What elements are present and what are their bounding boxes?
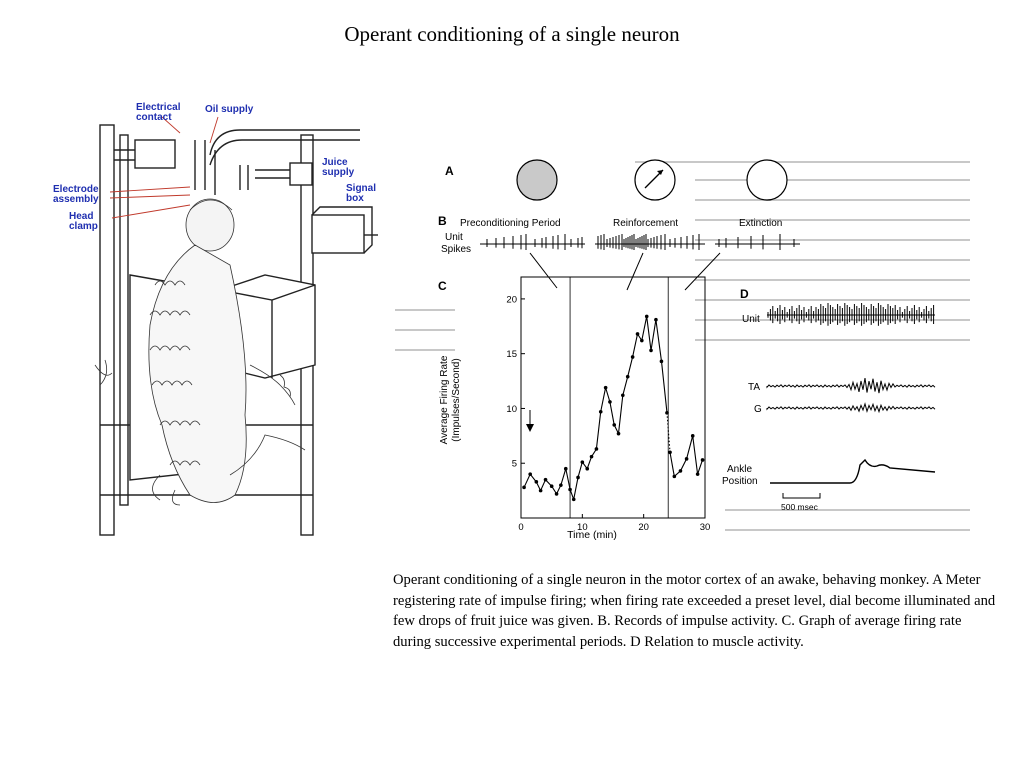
label-oil-supply: Oil supply — [205, 104, 254, 115]
data-point-0-12 — [580, 460, 585, 464]
data-point-0-7 — [559, 483, 563, 487]
data-point-2-5 — [695, 472, 700, 476]
x-tick-label-2: 20 — [638, 522, 649, 533]
data-point-0-0 — [522, 485, 526, 490]
data-point-0-15 — [594, 447, 599, 451]
data-point-0-6 — [554, 492, 559, 496]
unit-spikes-label-2: Spikes — [441, 244, 471, 255]
data-point-0-27 — [649, 348, 653, 353]
data-point-0-19 — [612, 423, 617, 427]
data-point-0-28 — [654, 317, 658, 322]
arrow-reinf-to-graph — [626, 252, 644, 291]
data-point-2-3 — [684, 457, 689, 461]
data-point-0-22 — [625, 374, 630, 379]
data-point-2-1 — [672, 474, 677, 479]
g-label: G — [754, 404, 762, 415]
label-signal-box: Signal box — [346, 183, 377, 204]
label-electrical-contact: Electrical contact — [136, 102, 181, 123]
panel-d-letter: D — [740, 287, 749, 301]
chart-frame — [520, 276, 706, 519]
data-point-2-0 — [668, 450, 672, 455]
arrow-pre-to-graph — [529, 252, 558, 289]
y-tick-label-0: 5 — [512, 459, 517, 470]
data-point-0-11 — [576, 475, 580, 480]
data-point-2-4 — [690, 434, 695, 438]
data-point-0-3 — [538, 488, 543, 493]
data-point-0-17 — [603, 385, 608, 390]
data-point-0-20 — [616, 431, 621, 436]
data-point-0-23 — [630, 355, 635, 359]
data-point-0-8 — [563, 466, 568, 471]
y-tick-label-2: 15 — [506, 349, 517, 360]
panel-b-letter: B — [438, 214, 447, 228]
data-point-0-2 — [534, 480, 539, 484]
data-point-2-6 — [700, 458, 705, 462]
scale-bar — [782, 493, 821, 499]
monkey-apparatus-illustration: Electrical contact Oil supply Juice supp… — [50, 95, 380, 540]
scale-label: 500 msec — [781, 502, 819, 512]
data-point-0-21 — [621, 393, 625, 398]
label-juice-supply: Juice supply — [322, 157, 355, 178]
slide-title: Operant conditioning of a single neuron — [344, 22, 680, 46]
arrow-ext-to-graph — [684, 252, 721, 291]
ankle-label-2: Position — [722, 476, 758, 487]
x-tick-label-3: 30 — [700, 522, 711, 533]
y-tick-label-3: 20 — [506, 294, 517, 305]
label-head-clamp: Head clamp — [69, 211, 98, 232]
ta-label: TA — [748, 382, 760, 393]
data-point-0-9 — [568, 487, 572, 492]
monkey-apparatus-drawing — [94, 116, 378, 536]
series-line-2 — [669, 435, 704, 478]
data-point-0-29 — [659, 359, 664, 364]
panel-d-unit-label: Unit — [742, 314, 760, 325]
g-emg-trace — [766, 402, 936, 414]
chart-y-label-line1: Average Firing Rate — [439, 355, 450, 444]
data-point-0-25 — [640, 338, 644, 343]
y-tick-label-1: 10 — [506, 404, 517, 415]
spike-train — [486, 234, 795, 250]
meter-dial-arrow — [634, 159, 676, 201]
firing-rate-chart: 5 10 15 20 0 10 20 30 — [506, 276, 711, 533]
panel-a-letter: A — [445, 164, 454, 178]
data-point-0-16 — [598, 409, 603, 414]
data-point-0-14 — [589, 454, 594, 459]
meter-dial-illuminated — [516, 159, 558, 201]
ankle-position-trace — [770, 458, 936, 484]
meter-dial-dark — [746, 159, 788, 201]
series-line-0 — [523, 316, 668, 502]
period-label-reinforcement: Reinforcement — [613, 218, 678, 229]
data-point-0-10 — [571, 497, 576, 502]
unit-spikes-label-1: Unit — [445, 232, 463, 243]
x-tick-label-0: 0 — [518, 522, 523, 533]
data-point-0-18 — [608, 400, 612, 404]
data-point-2-2 — [678, 469, 683, 473]
ta-emg-trace — [766, 378, 936, 394]
ankle-label-1: Ankle — [727, 464, 752, 475]
data-point-0-26 — [644, 314, 649, 319]
data-point-0-24 — [635, 332, 640, 336]
data-point-0-5 — [549, 484, 554, 489]
unit-spike-trace — [767, 303, 935, 326]
chart-y-label-line2: (Impulses/Second) — [451, 358, 462, 441]
period-label-extinction: Extinction — [739, 218, 782, 229]
x-tick-label-1: 10 — [577, 522, 588, 533]
label-electrode-assembly: Electrode assembly — [53, 184, 99, 205]
data-point-0-4 — [543, 477, 548, 482]
figure-svg: A B Preconditioning Period Reinforcement… — [395, 159, 970, 541]
data-point-0-1 — [528, 472, 532, 476]
scientific-figure: A B Preconditioning Period Reinforcement… — [395, 150, 975, 550]
panel-c-letter: C — [438, 279, 447, 293]
period-label-preconditioning: Preconditioning Period — [460, 218, 561, 229]
figure-caption: Operant conditioning of a single neuron … — [393, 572, 996, 650]
data-point-0-13 — [585, 466, 590, 471]
chart-x-label: Time (min) — [567, 529, 617, 541]
